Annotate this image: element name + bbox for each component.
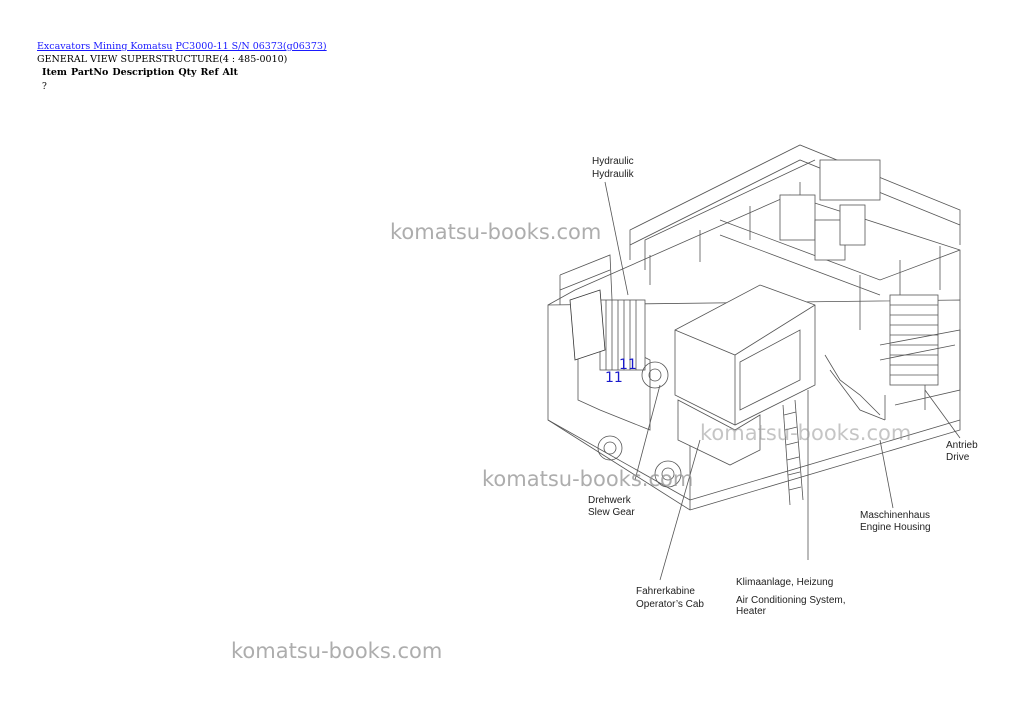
label-heater: Heater (736, 606, 767, 617)
label-hydraulic: Hydraulic (592, 156, 634, 167)
watermark-text: komatsu-books.com (390, 220, 602, 244)
table-row: ? (42, 82, 51, 92)
watermark-text: komatsu-books.com (482, 467, 694, 491)
col-alt: Alt (222, 67, 238, 78)
label-drive: Drive (946, 452, 970, 463)
label-hydraulik: Hydraulik (592, 169, 635, 180)
breadcrumb-link-model[interactable]: PC3000-11 S/N 06373(g06373) (175, 41, 327, 52)
label-air-conditioning: Air Conditioning System, (736, 595, 846, 606)
label-klimaanlage: Klimaanlage, Heizung (736, 577, 833, 588)
label-fahrerkabine: Fahrerkabine (636, 586, 695, 597)
callout-item-1[interactable]: 11 (619, 357, 637, 373)
page-header: Excavators Mining Komatsu PC3000-11 S/N … (37, 40, 327, 66)
col-ref: Ref (200, 67, 219, 78)
breadcrumb-link-category[interactable]: Excavators Mining Komatsu (37, 41, 173, 52)
cell-item: ? (42, 82, 47, 92)
watermark-text: komatsu-books.com (700, 421, 912, 445)
page-subtitle: GENERAL VIEW SUPERSTRUCTURE(4 : 485-0010… (37, 54, 288, 65)
label-drehwerk: Drehwerk (588, 495, 632, 506)
col-item: Item (42, 67, 67, 78)
col-qty: Qty (178, 67, 197, 78)
col-partno: PartNo (70, 67, 109, 78)
label-engine-housing: Engine Housing (860, 522, 931, 533)
label-antrieb: Antrieb (946, 440, 978, 451)
callout-item-2[interactable]: 11 (605, 370, 623, 386)
label-maschinenhaus: Maschinenhaus (860, 510, 930, 521)
watermark-text: komatsu-books.com (231, 639, 443, 663)
label-operators-cab: Operator’s Cab (636, 599, 704, 610)
label-slew-gear: Slew Gear (588, 507, 635, 518)
col-description: Description (112, 67, 175, 78)
